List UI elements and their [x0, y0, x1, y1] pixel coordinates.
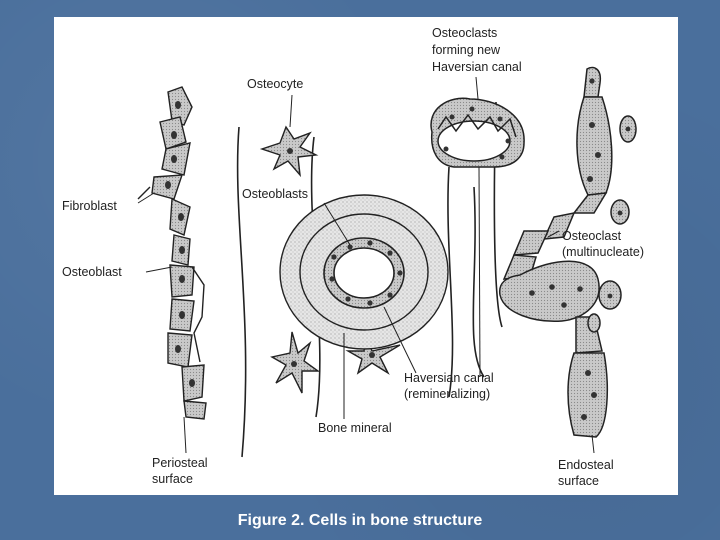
- haversian-system-remineralizing: [279, 194, 449, 350]
- osteocyte-top: [259, 125, 319, 178]
- label-osteoclasts-forming-2: forming new: [432, 43, 501, 57]
- figure-caption: Figure 2. Cells in bone structure: [237, 512, 483, 529]
- endosteal-cell-layer: [498, 66, 637, 438]
- label-endosteal-2: surface: [558, 474, 599, 488]
- label-osteoclasts-forming-3: Haversian canal: [432, 60, 522, 74]
- osteoclasts-forming-canal: [430, 97, 525, 168]
- label-osteocyte: Osteocyte: [247, 77, 303, 91]
- label-haversian-remin-2: (remineralizing): [404, 387, 490, 401]
- label-fibroblast: Fibroblast: [62, 199, 117, 213]
- label-periosteal-1: Periosteal: [152, 456, 208, 470]
- figure-panel: Fibroblast Osteoblast Periosteal surface…: [54, 17, 678, 495]
- label-osteoblast: Osteoblast: [62, 265, 122, 279]
- label-bone-mineral: Bone mineral: [318, 421, 392, 435]
- label-osteoclast-multi-2: (multinucleate): [562, 245, 644, 259]
- label-haversian-remin-1: Haversian canal: [404, 371, 494, 385]
- label-periosteal-2: surface: [152, 472, 193, 486]
- bone-cells-diagram: Fibroblast Osteoblast Periosteal surface…: [62, 26, 644, 488]
- periosteal-cell-layer: [137, 86, 207, 420]
- leader-lines: [137, 76, 595, 454]
- label-endosteal-1: Endosteal: [558, 458, 614, 472]
- label-osteoblasts: Osteoblasts: [242, 187, 308, 201]
- label-osteoclasts-forming-1: Osteoclasts: [432, 26, 497, 40]
- osteocyte-bottom-left: [270, 331, 321, 394]
- label-osteoclast-multi-1: Osteoclast: [562, 229, 622, 243]
- osteocyte-bottom-right: [345, 334, 401, 375]
- diagram-labels: Fibroblast Osteoblast Periosteal surface…: [62, 26, 644, 488]
